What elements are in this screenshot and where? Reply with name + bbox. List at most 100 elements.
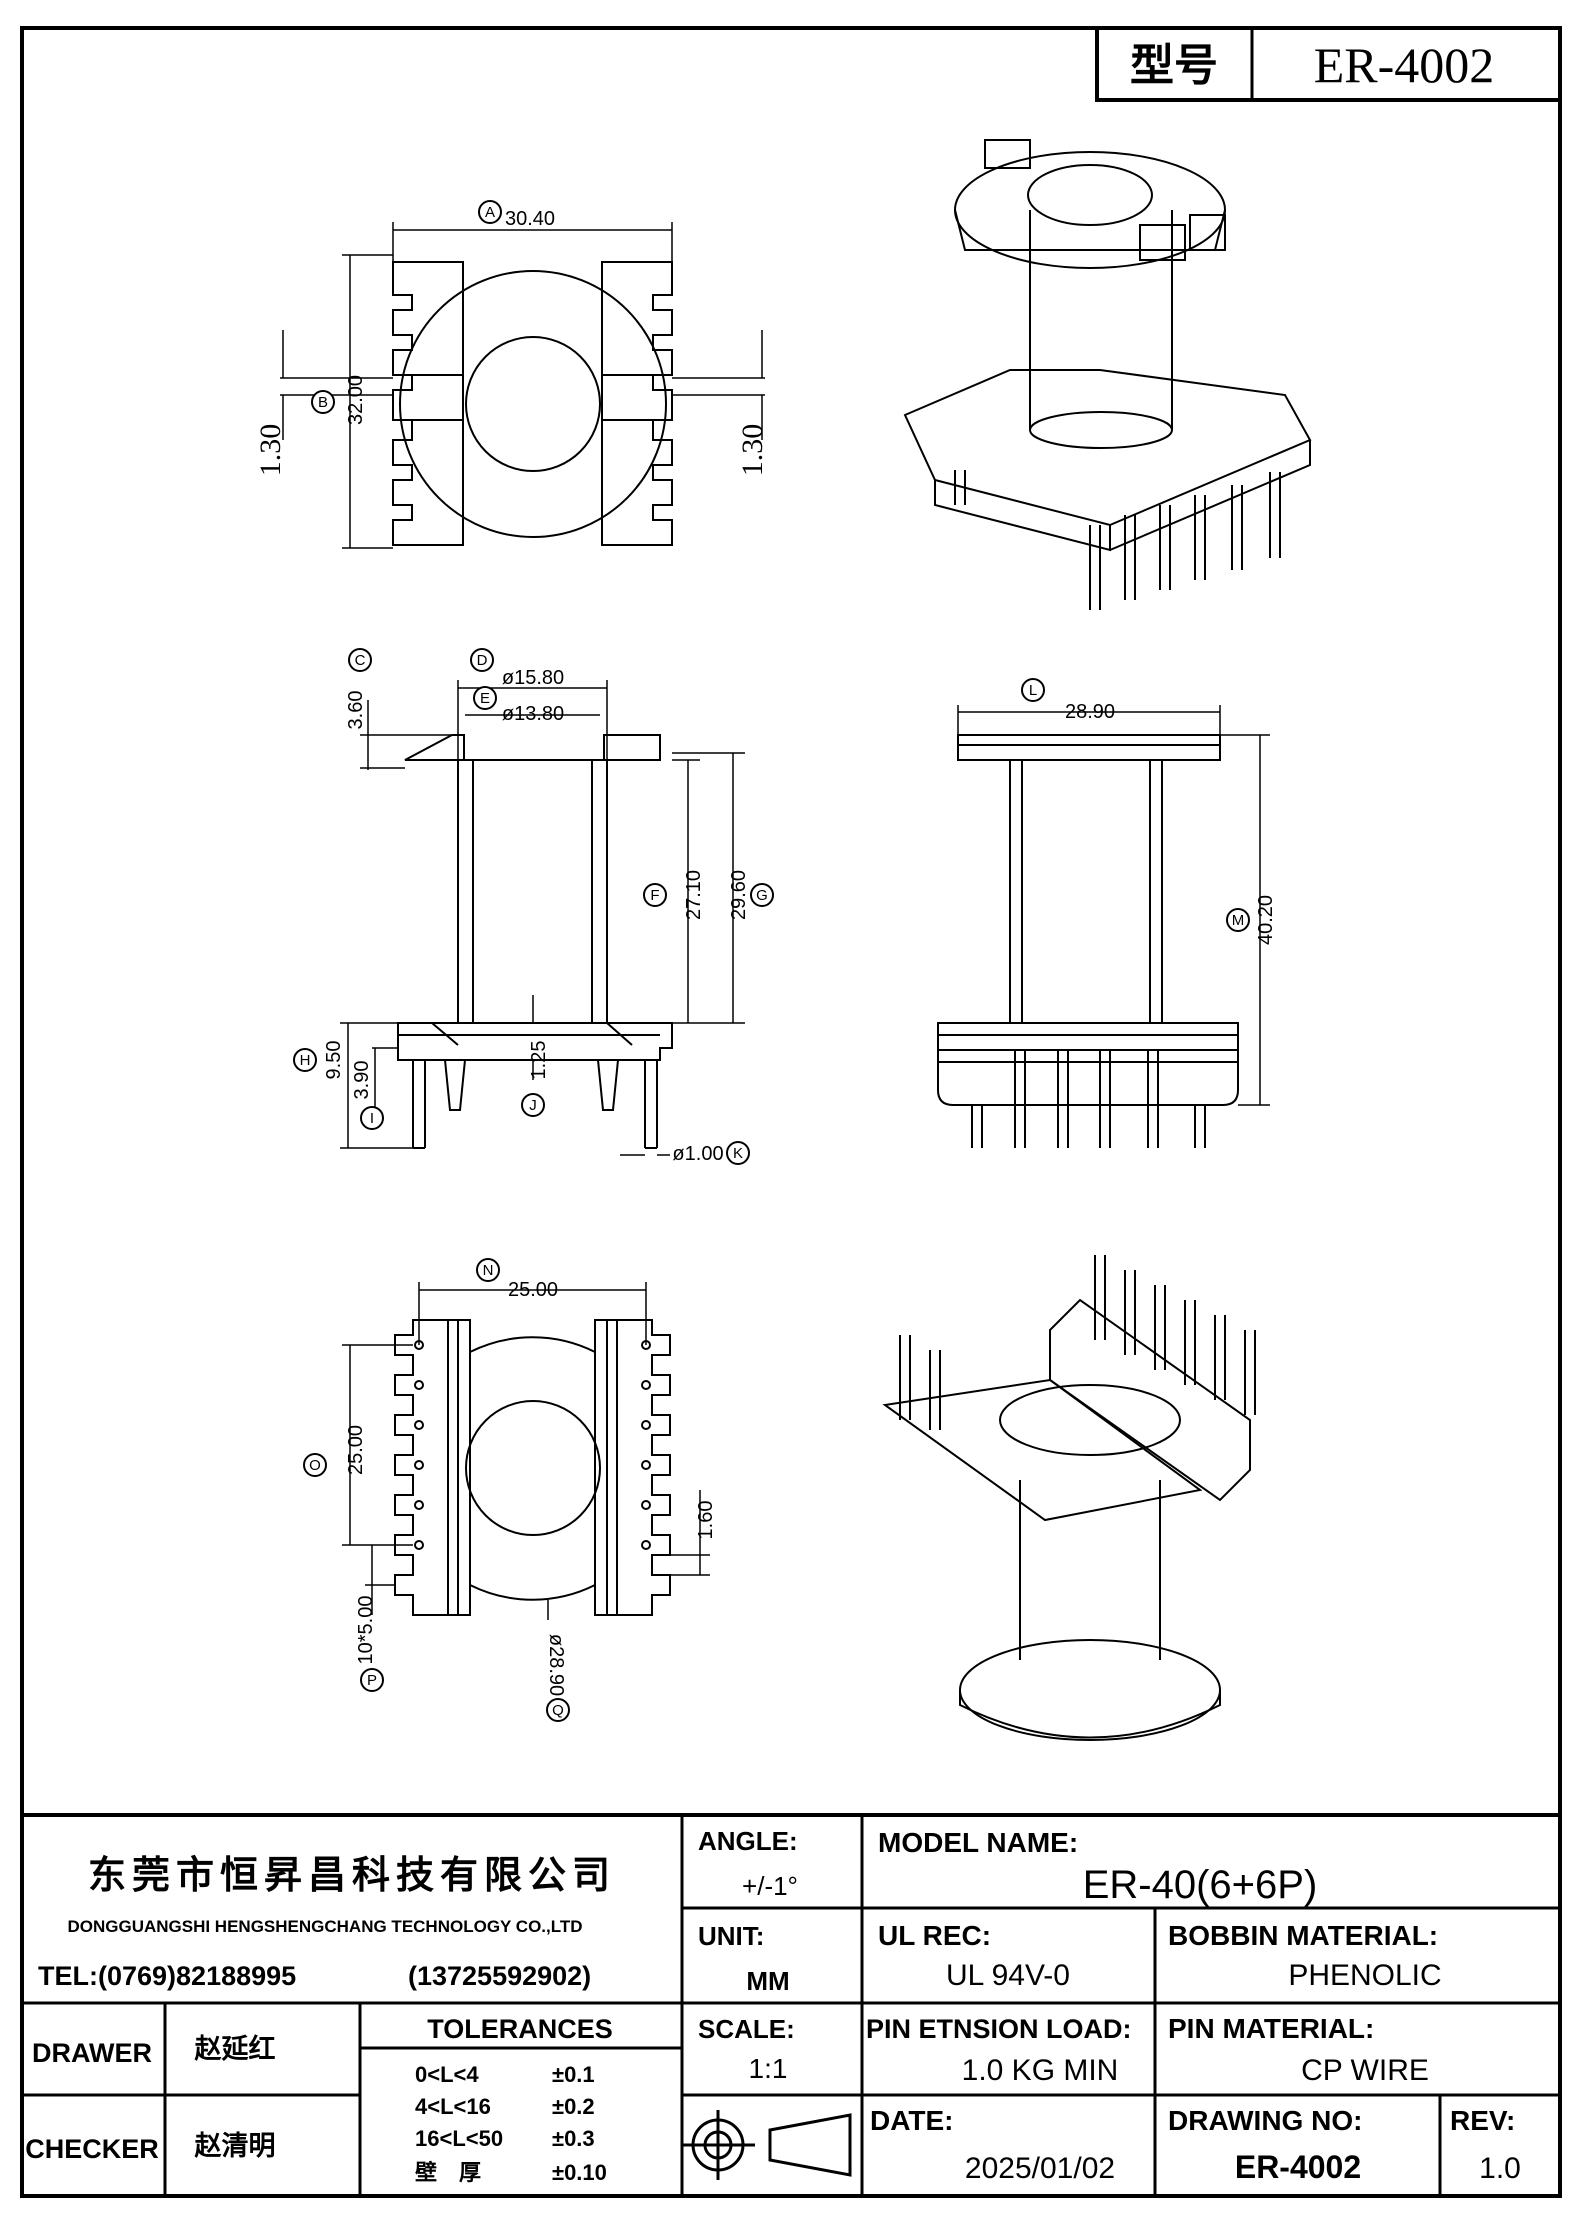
dim-K-marker: K — [726, 1141, 750, 1165]
tolerance-value-3: ±0.3 — [552, 2126, 595, 2151]
dim-J-marker: J — [521, 1093, 545, 1117]
title-block — [22, 1813, 1560, 2196]
svg-text:H: H — [300, 1052, 311, 1069]
dim-Q-marker: Q — [546, 1698, 570, 1722]
svg-text:A: A — [485, 204, 495, 221]
svg-text:I: I — [370, 1110, 374, 1127]
tolerances-label: TOLERANCES — [427, 2014, 613, 2044]
dim-P-value: 10*5.00 — [355, 1596, 377, 1665]
dim-B-value: 32.00 — [345, 375, 367, 425]
front-section-view — [340, 680, 745, 1156]
svg-text:L: L — [1029, 682, 1037, 699]
drawing-no-value: ER-4002 — [1235, 2149, 1361, 2185]
iso-view-bottom — [882, 1255, 1256, 1741]
date-label: DATE: — [870, 2105, 953, 2136]
header-model-value: ER-4002 — [1314, 37, 1495, 93]
model-name-value: ER-40(6+6P) — [1083, 1863, 1318, 1907]
pin-material-label: PIN MATERIAL: — [1168, 2013, 1374, 2044]
scale-value: 1:1 — [749, 2053, 788, 2084]
svg-text:K: K — [733, 1145, 743, 1162]
checker-name: 赵清明 — [194, 2131, 276, 2161]
dim-C-marker: C — [348, 648, 372, 672]
company-tel: TEL:(0769)82188995 — [38, 1961, 296, 1991]
tolerance-value-1: ±0.1 — [552, 2062, 595, 2087]
dim-O-marker: O — [303, 1453, 327, 1477]
dim-C-value: 3.60 — [345, 691, 367, 730]
ul-value: UL 94V-0 — [946, 1959, 1070, 1992]
rev-label: REV: — [1450, 2105, 1515, 2136]
dim-B-marker: B — [311, 390, 335, 414]
header-model-label: 型号 — [1130, 41, 1218, 90]
tolerance-value-4: ±0.10 — [552, 2160, 607, 2185]
bottom-view — [342, 1282, 710, 1620]
sheet-border — [20, 26, 1562, 2198]
svg-text:C: C — [355, 652, 366, 669]
unit-value: MM — [746, 1966, 789, 1996]
pin-load-value: 1.0 KG MIN — [962, 2054, 1119, 2087]
svg-text:F: F — [650, 887, 659, 904]
tolerance-range-3: 16<L<50 — [415, 2126, 503, 2151]
dim-I-value: 3.90 — [351, 1061, 373, 1100]
svg-text:P: P — [367, 1672, 377, 1689]
dim-N-marker: N — [476, 1258, 500, 1282]
bobbin-material-label: BOBBIN MATERIAL: — [1168, 1920, 1438, 1951]
svg-text:G: G — [756, 887, 768, 904]
checker-label: CHECKER — [25, 2134, 159, 2164]
drawer-label: DRAWER — [32, 2038, 152, 2068]
tolerance-value-2: ±0.2 — [552, 2094, 595, 2119]
dim-L-value: 28.90 — [1065, 701, 1115, 723]
dim-H-value: 9.50 — [323, 1041, 345, 1080]
dim-M-value: 40.20 — [1255, 895, 1277, 945]
tolerance-range-1: 0<L<4 — [415, 2062, 479, 2087]
dim-Q-value: ø28.90 — [545, 1634, 567, 1696]
dim-H-marker: H — [293, 1048, 317, 1072]
dim-pin-gap-value: 1.60 — [695, 1501, 717, 1540]
drawing-no-label: DRAWING NO: — [1168, 2105, 1362, 2136]
ul-label: UL REC: — [878, 1920, 991, 1951]
top-view — [280, 222, 765, 549]
svg-text:Q: Q — [552, 1702, 564, 1719]
svg-text:D: D — [477, 652, 488, 669]
scale-label: SCALE: — [698, 2014, 795, 2044]
dim-F-marker: F — [643, 883, 667, 907]
dim-E-marker: E — [473, 686, 497, 710]
svg-text:O: O — [309, 1457, 321, 1474]
dim-M-marker: M — [1226, 908, 1250, 932]
dim-N-value: 25.00 — [508, 1279, 558, 1301]
side-view — [937, 705, 1270, 1148]
dim-L-marker: L — [1021, 678, 1045, 702]
dim-D-value: ø15.80 — [502, 667, 564, 689]
header-model-box: 型号 ER-4002 — [1095, 26, 1562, 102]
tolerance-range-4: 壁 厚 — [415, 2160, 481, 2185]
unit-label: UNIT: — [698, 1921, 764, 1951]
projection-symbol-icon — [682, 2110, 852, 2180]
company-name-en: DONGGUANGSHI HENGSHENGCHANG TECHNOLOGY C… — [67, 1917, 582, 1936]
drawer-name: 赵延红 — [194, 2033, 276, 2064]
svg-text:J: J — [529, 1097, 537, 1114]
company-mobile: (13725592902) — [408, 1961, 591, 1991]
dim-O-value: 25.00 — [345, 1425, 367, 1475]
date-value: 2025/01/02 — [965, 2152, 1115, 2185]
dim-D-marker: D — [470, 648, 494, 672]
tolerance-range-2: 4<L<16 — [415, 2094, 491, 2119]
dim-E-value: ø13.80 — [502, 703, 564, 725]
pin-load-label: PIN ETNSION LOAD: — [866, 2014, 1132, 2044]
model-name-label: MODEL NAME: — [878, 1827, 1078, 1858]
dim-F-value: 27.10 — [683, 870, 705, 920]
rev-value: 1.0 — [1479, 2152, 1521, 2185]
dim-A-value: 30.40 — [505, 208, 555, 230]
dim-G-marker: G — [750, 883, 774, 907]
dim-P-marker: P — [360, 1668, 384, 1692]
iso-view-top — [903, 139, 1312, 610]
dim-side-right-value: 1.30 — [736, 424, 769, 477]
pin-material-value: CP WIRE — [1301, 2054, 1429, 2087]
svg-text:E: E — [480, 690, 490, 707]
bobbin-material-value: PHENOLIC — [1288, 1959, 1441, 1992]
dim-A-marker: A — [478, 200, 502, 224]
angle-label: ANGLE: — [698, 1826, 798, 1856]
dim-I-marker: I — [360, 1106, 384, 1130]
dim-K-value: ø1.00 — [672, 1143, 723, 1165]
angle-value: +/-1° — [742, 1871, 798, 1901]
svg-text:N: N — [483, 1262, 494, 1279]
